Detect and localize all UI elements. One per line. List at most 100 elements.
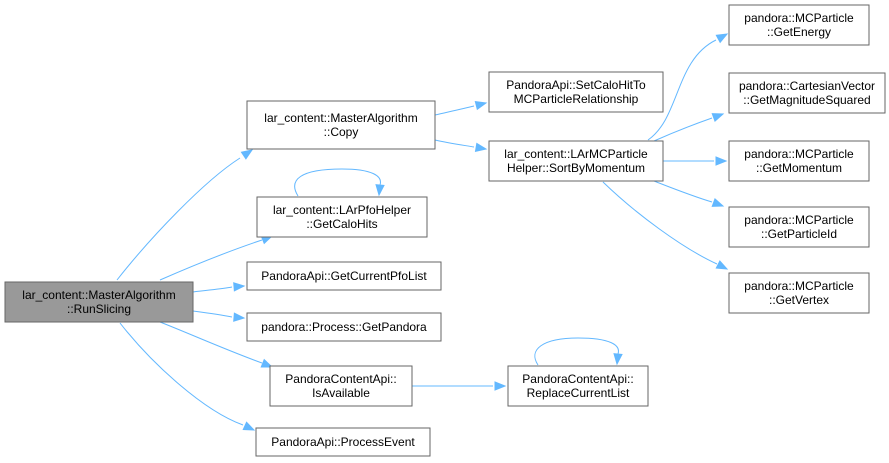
node-label: PandoraContentApi:: <box>285 372 396 386</box>
edge-is-available-to-replace-current-list <box>412 381 507 391</box>
node-box <box>488 71 664 113</box>
node-label: PandoraContentApi:: <box>522 372 633 386</box>
arrowhead-icon <box>711 197 725 207</box>
edge-sort-by-momentum-to-get-energy <box>647 33 729 141</box>
node-box <box>728 72 886 114</box>
edge-sort-by-momentum-to-get-particle-id <box>653 180 725 207</box>
node-label: MCParticleRelationship <box>514 92 639 106</box>
arrowhead-icon <box>240 149 254 160</box>
edge-run-slicing-to-is-available <box>159 321 274 368</box>
edges-layer <box>116 33 729 431</box>
node-replace-current-list[interactable]: PandoraContentApi::ReplaceCurrentList <box>507 365 649 407</box>
node-box <box>728 272 870 314</box>
node-label: pandora::CartesianVector <box>739 79 875 93</box>
edge-line <box>434 105 475 116</box>
node-label: ::GetMagnitudeSquared <box>743 93 870 107</box>
node-label: lar_content::LArPfoHelper <box>273 203 411 217</box>
node-label: ::GetParticleId <box>761 227 837 241</box>
edge-line <box>159 239 263 281</box>
node-box <box>728 4 870 46</box>
edge-line <box>602 181 718 265</box>
node-label: lar_content::LArMCParticle <box>504 147 648 161</box>
edge-copy-to-sort-by-momentum <box>434 139 488 152</box>
node-box <box>269 365 413 407</box>
node-box <box>246 312 442 342</box>
node-label: ::GetEnergy <box>767 25 831 39</box>
node-label: PandoraApi::GetCurrentPfoList <box>261 269 427 283</box>
node-label: ::GetCaloHits <box>306 217 377 231</box>
arrowhead-icon <box>233 312 246 322</box>
node-get-magnitude-squared[interactable]: pandora::CartesianVector::GetMagnitudeSq… <box>728 72 886 114</box>
node-label: lar_content::MasterAlgorithm <box>264 111 417 125</box>
node-box <box>507 365 649 407</box>
edge-run-slicing-to-process-event <box>119 322 256 431</box>
node-get-momentum[interactable]: pandora::MCParticle::GetMomentum <box>728 140 870 182</box>
arrowhead-icon <box>260 358 274 368</box>
node-label: ReplaceCurrentList <box>527 386 630 400</box>
node-box <box>246 261 442 291</box>
node-label: IsAvailable <box>312 386 370 400</box>
node-label: ::GetMomentum <box>756 161 842 175</box>
arrowhead-icon <box>715 33 729 44</box>
node-get-calo-hits[interactable]: lar_content::LArPfoHelper::GetCaloHits <box>256 196 428 238</box>
node-run-slicing: lar_content::MasterAlgorithm::RunSlicing <box>4 281 194 323</box>
node-label: ::RunSlicing <box>67 302 131 316</box>
node-get-pandora[interactable]: pandora::Process::GetPandora <box>246 312 442 342</box>
node-box <box>488 140 664 182</box>
arrowhead-icon <box>711 113 725 123</box>
nodes-layer: lar_content::MasterAlgorithm::RunSlicing… <box>4 4 886 457</box>
node-copy[interactable]: lar_content::MasterAlgorithm::Copy <box>246 100 436 150</box>
edge-line <box>653 180 713 203</box>
edge-line <box>159 321 263 364</box>
node-box <box>728 140 870 182</box>
edge-line <box>192 286 233 293</box>
node-box <box>256 196 428 238</box>
node-label: PandoraApi::SetCaloHitTo <box>506 78 646 92</box>
edge-sort-by-momentum-to-get-vertex <box>602 181 729 270</box>
edge-line <box>294 168 381 197</box>
edge-line <box>534 337 619 366</box>
node-label: pandora::MCParticle <box>744 213 854 227</box>
node-label: ::Copy <box>324 125 359 139</box>
edge-line <box>647 39 717 141</box>
edge-get-calo-hits-to-get-calo-hits <box>294 168 385 197</box>
arrowhead-icon <box>494 381 507 391</box>
edge-replace-current-list-to-replace-current-list <box>534 337 623 366</box>
arrowhead-icon <box>375 184 385 197</box>
node-sort-by-momentum[interactable]: lar_content::LArMCParticleHelper::SortBy… <box>488 140 664 182</box>
node-get-energy[interactable]: pandora::MCParticle::GetEnergy <box>728 4 870 46</box>
node-label: PandoraApi::ProcessEvent <box>271 435 415 449</box>
node-process-event[interactable]: PandoraApi::ProcessEvent <box>255 427 431 457</box>
edge-run-slicing-to-get-pandora <box>192 310 246 322</box>
edge-run-slicing-to-get-current-pfo-list <box>192 282 246 293</box>
node-label: lar_content::MasterAlgorithm <box>22 288 175 302</box>
node-label: ::GetVertex <box>769 293 829 307</box>
arrowhead-icon <box>474 142 488 152</box>
node-label: pandora::MCParticle <box>744 11 854 25</box>
node-get-current-pfo-list[interactable]: PandoraApi::GetCurrentPfoList <box>246 261 442 291</box>
node-box <box>4 281 194 323</box>
node-is-available[interactable]: PandoraContentApi::IsAvailable <box>269 365 413 407</box>
node-get-particle-id[interactable]: pandora::MCParticle::GetParticleId <box>728 206 870 248</box>
edge-copy-to-set-calo-hit <box>434 100 488 116</box>
edge-line <box>653 117 713 142</box>
arrowhead-icon <box>715 156 728 166</box>
arrowhead-icon <box>474 100 488 111</box>
node-set-calo-hit[interactable]: PandoraApi::SetCaloHitToMCParticleRelati… <box>488 71 664 113</box>
arrowhead-icon <box>242 421 256 431</box>
arrowhead-icon <box>715 260 729 270</box>
edge-line <box>434 139 475 148</box>
arrowhead-icon <box>233 282 246 292</box>
edge-run-slicing-to-copy <box>116 149 254 281</box>
edge-sort-by-momentum-to-get-momentum <box>663 156 728 166</box>
node-label: pandora::Process::GetPandora <box>261 320 427 334</box>
edge-sort-by-momentum-to-get-magnitude-squared <box>653 113 725 142</box>
edge-line <box>116 157 241 281</box>
edge-line <box>192 310 233 318</box>
arrowhead-icon <box>613 353 623 366</box>
node-get-vertex[interactable]: pandora::MCParticle::GetVertex <box>728 272 870 314</box>
node-box <box>246 100 436 150</box>
node-label: Helper::SortByMomentum <box>507 161 645 175</box>
node-label: pandora::MCParticle <box>744 279 854 293</box>
